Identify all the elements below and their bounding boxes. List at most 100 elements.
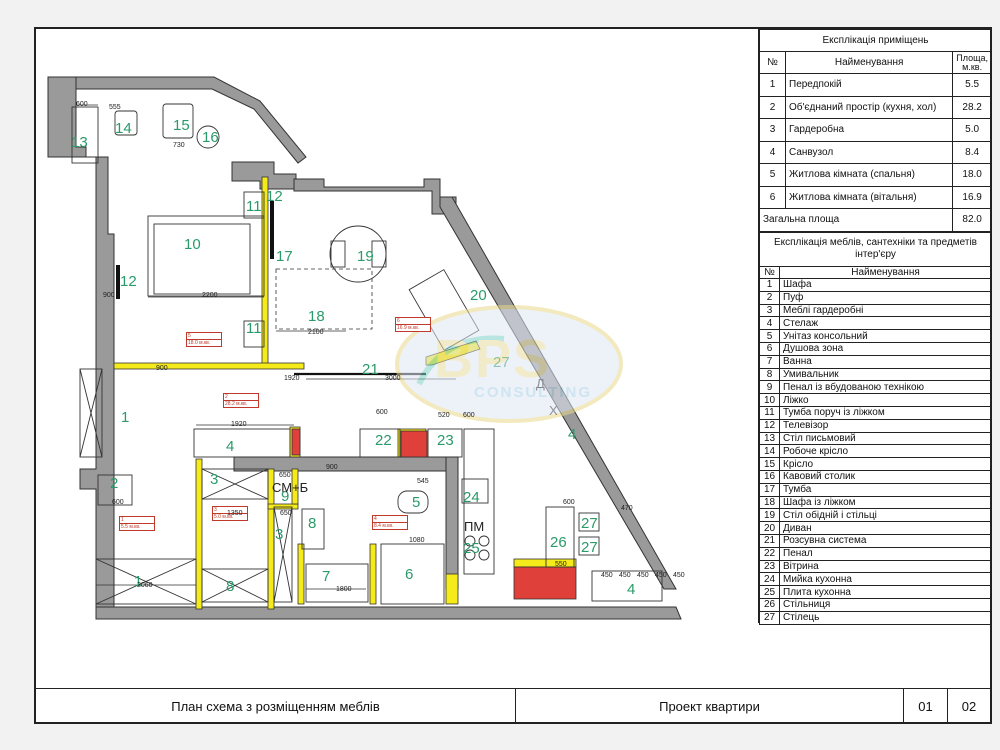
furniture-label: 1 [121,409,130,426]
furniture-num: 6 [759,341,780,356]
furniture-name: Унітаз консольний [779,329,992,343]
furniture-num: 11 [759,405,780,420]
furniture-label: 12 [266,188,283,205]
room-num: 3 [759,118,786,142]
furniture-num: 10 [759,393,780,407]
furniture-name: Вітрина [779,559,992,574]
dimension-label: 1920 [284,375,300,382]
furniture-num: 18 [759,495,780,510]
room-area: 8.4 [952,140,992,164]
furniture-name: Стіл письмовий [779,431,992,446]
fridge-label: Х [549,403,558,418]
dimension-label: 450 [619,572,631,579]
furniture-name: Ліжко [779,393,992,407]
room-tag-num: 4 [373,516,407,523]
furniture-num: 15 [759,457,780,471]
furniture-label: 17 [276,248,293,265]
furniture-label: 21 [362,361,379,378]
furniture-label: 15 [173,117,190,134]
room-tag-num: 3 [213,507,247,514]
explication-tables: Експлікація приміщень № Найменування Пло… [758,29,992,625]
col-name-header: Найменування [779,265,992,279]
dimension-label: 600 [563,499,575,506]
room-tag-area: 5.0 м.кв. [214,514,234,520]
furniture-num: 2 [759,290,780,305]
furniture-label: 27 [581,515,598,532]
furniture-name: Стільниця [779,597,992,612]
furniture-name: Кавовий столик [779,469,992,484]
furniture-name: Шафа [779,278,992,292]
dimension-label: 520 [438,412,450,419]
furniture-label: 10 [184,236,201,253]
room-name: Житлова кімната (спальня) [784,163,954,187]
furniture-name: Диван [779,521,992,535]
furniture-label: 4 [568,426,577,443]
furniture-name: Пуф [779,290,992,305]
furniture-num: 23 [759,559,780,574]
room-area: 28.2 [952,95,992,119]
dimension-label: 1800 [336,586,352,593]
total-area: 82.0 [952,208,992,232]
furniture-label: 1 [134,573,143,590]
furniture-label: 4 [627,581,636,598]
furniture-name: Розсувна система [779,533,992,548]
furniture-label: 13 [71,134,88,151]
room-name: Передпокій [784,73,954,97]
furniture-num: 22 [759,546,780,561]
dimension-label: 1920 [231,421,247,428]
furniture-name: Стелаж [779,316,992,331]
dimension-label: 450 [655,572,667,579]
furniture-label: 16 [202,129,219,146]
room-num: 2 [759,95,786,119]
dimension-label: 545 [417,478,429,485]
floor-plan: 13 14 15 16 11 12 10 12 17 19 18 11 20 2… [36,29,758,689]
dimension-label: 470 [621,505,633,512]
room-area: 16.9 [952,185,992,209]
room-num: 4 [759,140,786,164]
furniture-label: 20 [470,287,487,304]
furniture-label: 24 [463,489,480,506]
dimension-label: 1080 [409,537,425,544]
furniture-num: 5 [759,329,780,343]
dishwasher-label: ПМ [464,519,485,534]
room-tag-area: 16.9 м.кв. [397,325,420,331]
room-name: Санвузол [784,140,954,164]
furniture-label: 8 [226,578,235,595]
dimension-label: 900 [103,292,115,299]
furniture-label: 3 [275,526,284,543]
rooms-table: Експлікація приміщень № Найменування Пло… [758,29,992,232]
furniture-label: 12 [120,273,137,290]
furniture-label: 4 [226,438,235,455]
floor-plan-drawing [47,76,682,620]
room-tag-num: 1 [120,517,154,524]
furniture-label: 14 [115,120,132,137]
furniture-table-title: Експлікація меблів, сантехніки та предме… [759,231,992,267]
furniture-name: Стілець [779,610,992,625]
furniture-label: 5 [412,494,421,511]
furniture-name: Ванна [779,354,992,369]
col-num-header: № [759,51,786,74]
col-name-header: Найменування [784,51,954,74]
room-num: 5 [759,163,786,187]
furniture-label: 23 [437,432,454,449]
title-block: План схема з розміщенням меблів Проект к… [36,688,990,724]
washer-dryer-label: СМ+Б [272,480,309,495]
furniture-name: Умивальник [779,367,992,382]
furniture-num: 8 [759,367,780,382]
